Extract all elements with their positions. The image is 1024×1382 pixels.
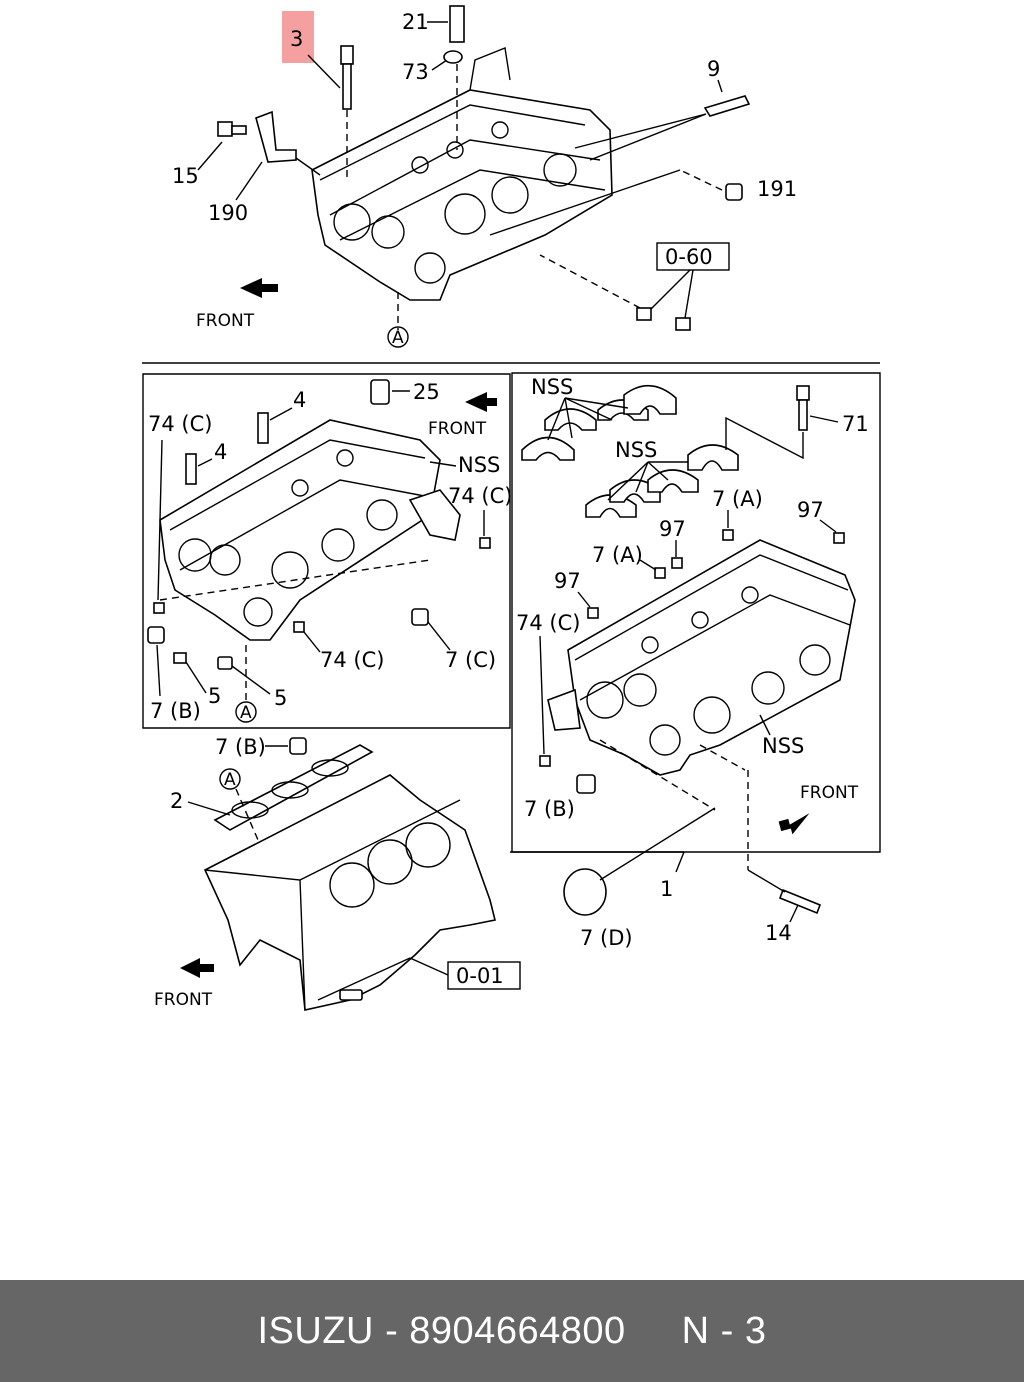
bottom-cylinder-block: 7 (B) A 2 0-01 FRONT 1 7 (D) 14 [154, 735, 822, 1011]
part-21-73: 21 73 [402, 5, 465, 150]
label-front-bottom: FRONT [154, 990, 213, 1010]
label-circle-a-bottom: A [224, 770, 236, 790]
label-7b-bottom: 7 (B) [215, 735, 266, 759]
part-9: 9 [574, 57, 751, 161]
label-14: 14 [765, 921, 792, 945]
part-15-190: 15 190 [172, 110, 321, 225]
brand-name: ISUZU [257, 1309, 374, 1352]
part-number: 8904664800 [409, 1309, 626, 1352]
label-97-a: 97 [797, 498, 824, 522]
top-front-indicator: FRONT A [196, 278, 409, 348]
label-nss-a: NSS [531, 375, 573, 399]
label-nss-left: NSS [458, 453, 500, 477]
label-7c: 7 (C) [445, 648, 496, 672]
label-74c-b: 74 (C) [448, 484, 512, 508]
label-nss-b: NSS [615, 438, 657, 462]
label-191: 191 [757, 177, 797, 201]
label-7a-a: 7 (A) [712, 487, 763, 511]
label-front-left: FRONT [428, 419, 487, 439]
label-1: 1 [660, 877, 673, 901]
label-4-b: 4 [214, 440, 227, 464]
label-73: 73 [402, 60, 429, 84]
label-9: 9 [707, 57, 720, 81]
label-nss-c: NSS [762, 734, 804, 758]
left-box: 74 (C) 4 4 25 FRONT NSS 74 (C) 74 (C) 7 … [142, 373, 512, 729]
label-71: 71 [842, 412, 869, 436]
label-ref-0-01: 0-01 [456, 964, 504, 988]
label-74c-right: 74 (C) [516, 611, 580, 635]
label-15: 15 [172, 164, 199, 188]
label-front-top: FRONT [196, 311, 255, 331]
label-3: 3 [290, 27, 303, 51]
label-7b-right: 7 (B) [524, 797, 575, 821]
part-info-bar: ISUZU - 8904664800 N - 3 [0, 1280, 1024, 1382]
label-4-a: 4 [293, 388, 306, 412]
label-21: 21 [402, 10, 429, 34]
part-3-bolt: 3 [282, 11, 354, 180]
label-74c-a: 74 (C) [148, 412, 212, 436]
label-7a-b: 7 (A) [592, 543, 643, 567]
label-circle-a-left: A [240, 703, 252, 723]
label-5-b: 5 [274, 686, 287, 710]
ref-0-60: 0-60 [539, 242, 730, 331]
top-cylinder-head [311, 47, 613, 330]
parts-diagram: 3 21 73 9 15 190 191 [142, 5, 881, 1011]
label-74c-c: 74 (C) [320, 648, 384, 672]
label-5-a: 5 [208, 684, 221, 708]
part-191: 191 [489, 169, 797, 236]
label-circle-a-top: A [392, 328, 404, 348]
label-2: 2 [170, 789, 183, 813]
label-7d: 7 (D) [580, 926, 633, 950]
diagram-page: N - 3 [681, 1309, 767, 1352]
label-97-c: 97 [554, 569, 581, 593]
label-190: 190 [208, 201, 248, 225]
separator: - [385, 1309, 399, 1352]
label-7b-left: 7 (B) [150, 699, 201, 723]
label-ref-0-60: 0-60 [665, 245, 713, 269]
right-box: NSS NSS 71 7 [511, 372, 881, 870]
label-97-b: 97 [659, 517, 686, 541]
label-25: 25 [413, 380, 440, 404]
label-front-right: FRONT [800, 783, 859, 803]
